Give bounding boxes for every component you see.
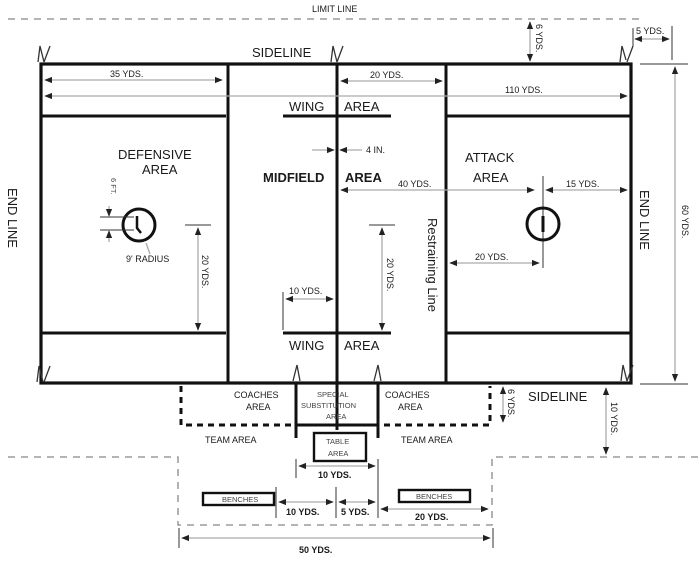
svg-text:10 YDS.: 10 YDS. [609, 402, 619, 435]
dim-5-yds-top: 5 YDS. [632, 26, 673, 60]
dim-40-yds: 40 YDS. [340, 179, 535, 194]
svg-text:5 YDS.: 5 YDS. [341, 507, 369, 517]
dim-20-yds-top: 20 YDS. [340, 70, 443, 85]
svg-text:10 YDS.: 10 YDS. [286, 507, 319, 517]
table-area: TABLE AREA [312, 431, 368, 463]
svg-text:AREA: AREA [326, 412, 346, 421]
midfield-label: MIDFIELD [263, 170, 324, 185]
svg-text:110 YDS.: 110 YDS. [505, 85, 543, 95]
dim-6-yds-bottom: 6 YDS. [499, 386, 516, 423]
radius-label: 9' RADIUS [126, 254, 169, 264]
svg-text:10 YDS.: 10 YDS. [318, 470, 351, 480]
dim-5-yds-bench: 5 YDS. [338, 498, 376, 517]
dim-10-yds-table: 10 YDS. [295, 459, 379, 518]
dim-110-yds: 110 YDS. [44, 85, 628, 100]
limit-line-label: LIMIT LINE [312, 4, 357, 14]
coaches-right-area-label: AREA [398, 402, 423, 412]
coaches-right-label: COACHES [385, 390, 430, 400]
defensive-crease: 6 FT. 9' RADIUS [100, 178, 169, 264]
dim-6-yds-top: 6 YDS. [526, 21, 544, 62]
attack-area-label: AREA [473, 170, 509, 185]
limit-line: LIMIT LINE [8, 4, 642, 20]
attack-crease [525, 176, 561, 268]
dim-20-yds-midfield: 20 YDS. [369, 224, 395, 331]
svg-text:6 YDS.: 6 YDS. [534, 24, 544, 52]
svg-text:20 YDS.: 20 YDS. [200, 255, 210, 288]
coaches-left-label: COACHES [234, 390, 279, 400]
dim-35-yds: 35 YDS. [44, 69, 223, 84]
svg-text:6 FT.: 6 FT. [109, 178, 118, 195]
svg-text:5 YDS.: 5 YDS. [636, 26, 664, 36]
dim-20-yds-bench: 20 YDS. [380, 505, 489, 522]
dim-4-in: 4 IN. [312, 145, 385, 155]
svg-text:20 YDS.: 20 YDS. [370, 70, 403, 80]
svg-text:15 YDS.: 15 YDS. [566, 179, 599, 189]
svg-text:AREA: AREA [328, 449, 348, 458]
attack-label: ATTACK [465, 150, 515, 165]
team-area-left-label: TEAM AREA [205, 435, 257, 445]
dim-10-yds-bottom: 10 YDS. [602, 387, 619, 455]
dim-60-yds: 60 YDS. [640, 63, 690, 385]
svg-text:20 YDS.: 20 YDS. [385, 258, 395, 291]
coaches-left-area-label: AREA [246, 402, 271, 412]
area-top-label: AREA [344, 99, 380, 114]
svg-text:10 YDS.: 10 YDS. [289, 286, 322, 296]
svg-text:20 YDS.: 20 YDS. [415, 512, 448, 522]
area-bottom-label: AREA [344, 338, 380, 353]
dim-50-yds: 50 YDS. [178, 528, 494, 555]
end-line-right-label: END LINE [637, 190, 652, 250]
defensive-label: DEFENSIVE [118, 147, 192, 162]
team-area-right-label: TEAM AREA [401, 435, 453, 445]
sideline-bottom-label: SIDELINE [528, 389, 588, 404]
dim-10-yds-bench: 10 YDS. [275, 487, 337, 518]
svg-text:TABLE: TABLE [326, 437, 349, 446]
svg-text:40 YDS.: 40 YDS. [398, 179, 431, 189]
svg-text:4 IN.: 4 IN. [366, 145, 385, 155]
dim-20-yds-defensive: 20 YDS. [185, 224, 211, 331]
svg-text:6 YDS.: 6 YDS. [506, 389, 516, 417]
defensive-area-label: AREA [142, 162, 178, 177]
benches-right: BENCHES [397, 488, 472, 504]
svg-text:50 YDS.: 50 YDS. [299, 545, 332, 555]
special-substitution-area: SPECIAL SUBSTITUTION AREA [294, 384, 380, 438]
end-line-left-label: END LINE [5, 188, 20, 248]
restraining-line-label: Restraining Line [425, 218, 440, 312]
benches-left: BENCHES [201, 491, 276, 507]
bench-area-boundary [8, 456, 700, 526]
svg-text:BENCHES: BENCHES [222, 495, 258, 504]
dim-15-yds: 15 YDS. [545, 179, 628, 194]
wing-top-label: WING [289, 99, 324, 114]
midfield-area-label: AREA [345, 170, 382, 185]
team-area-boundary [179, 386, 492, 427]
dim-20-yds-attack: 20 YDS. [449, 252, 540, 267]
sideline-top-label: SIDELINE [252, 45, 312, 60]
svg-text:35 YDS.: 35 YDS. [110, 69, 143, 79]
svg-text:SPECIAL: SPECIAL [317, 390, 349, 399]
svg-text:BENCHES: BENCHES [416, 492, 452, 501]
corner-flags [36, 45, 634, 383]
wing-bottom-label: WING [289, 338, 324, 353]
field-outline [39, 62, 633, 430]
svg-text:SUBSTITUTION: SUBSTITUTION [301, 401, 356, 410]
svg-text:60 YDS.: 60 YDS. [680, 205, 690, 238]
svg-text:20 YDS.: 20 YDS. [475, 252, 508, 262]
dim-10-yds-wing: 10 YDS. [282, 286, 334, 330]
